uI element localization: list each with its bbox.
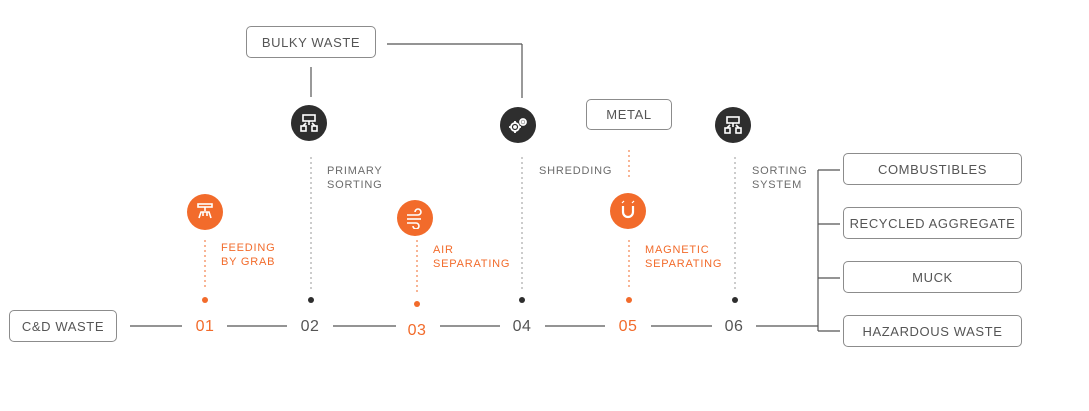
bulky-waste-box: BULKY WASTE <box>246 26 376 58</box>
step-05-label: MAGNETIC SEPARATING <box>645 244 723 270</box>
output-hazardous-waste: HAZARDOUS WASTE <box>843 315 1022 347</box>
output-recycled-aggregate: RECYCLED AGGREGATE <box>843 207 1022 239</box>
output-muck: MUCK <box>843 261 1022 293</box>
step-02-label: PRIMARY SORTING <box>327 165 383 191</box>
step-06-number: 06 <box>724 318 744 335</box>
step-05-number: 05 <box>618 318 638 335</box>
step-04-label: SHREDDING <box>539 165 613 177</box>
step-01-number: 01 <box>195 318 215 335</box>
cd-waste-box: C&D WASTE <box>9 310 117 342</box>
air-wind-icon <box>397 200 433 236</box>
magnet-icon <box>610 193 646 229</box>
step-03-number: 03 <box>407 322 427 339</box>
metal-box: METAL <box>586 99 672 130</box>
output-combustibles: COMBUSTIBLES <box>843 153 1022 185</box>
step-03-label: AIR SEPARATING <box>433 244 511 270</box>
step-02-number: 02 <box>300 318 320 335</box>
gears-icon <box>500 107 536 143</box>
sorting-system-icon <box>715 107 751 143</box>
step-01-label: FEEDING BY GRAB <box>221 242 276 268</box>
grab-claw-icon <box>187 194 223 230</box>
step-04-number: 04 <box>512 318 532 335</box>
sorting-icon <box>291 105 327 141</box>
step-06-label: SORTING SYSTEM <box>752 165 808 191</box>
